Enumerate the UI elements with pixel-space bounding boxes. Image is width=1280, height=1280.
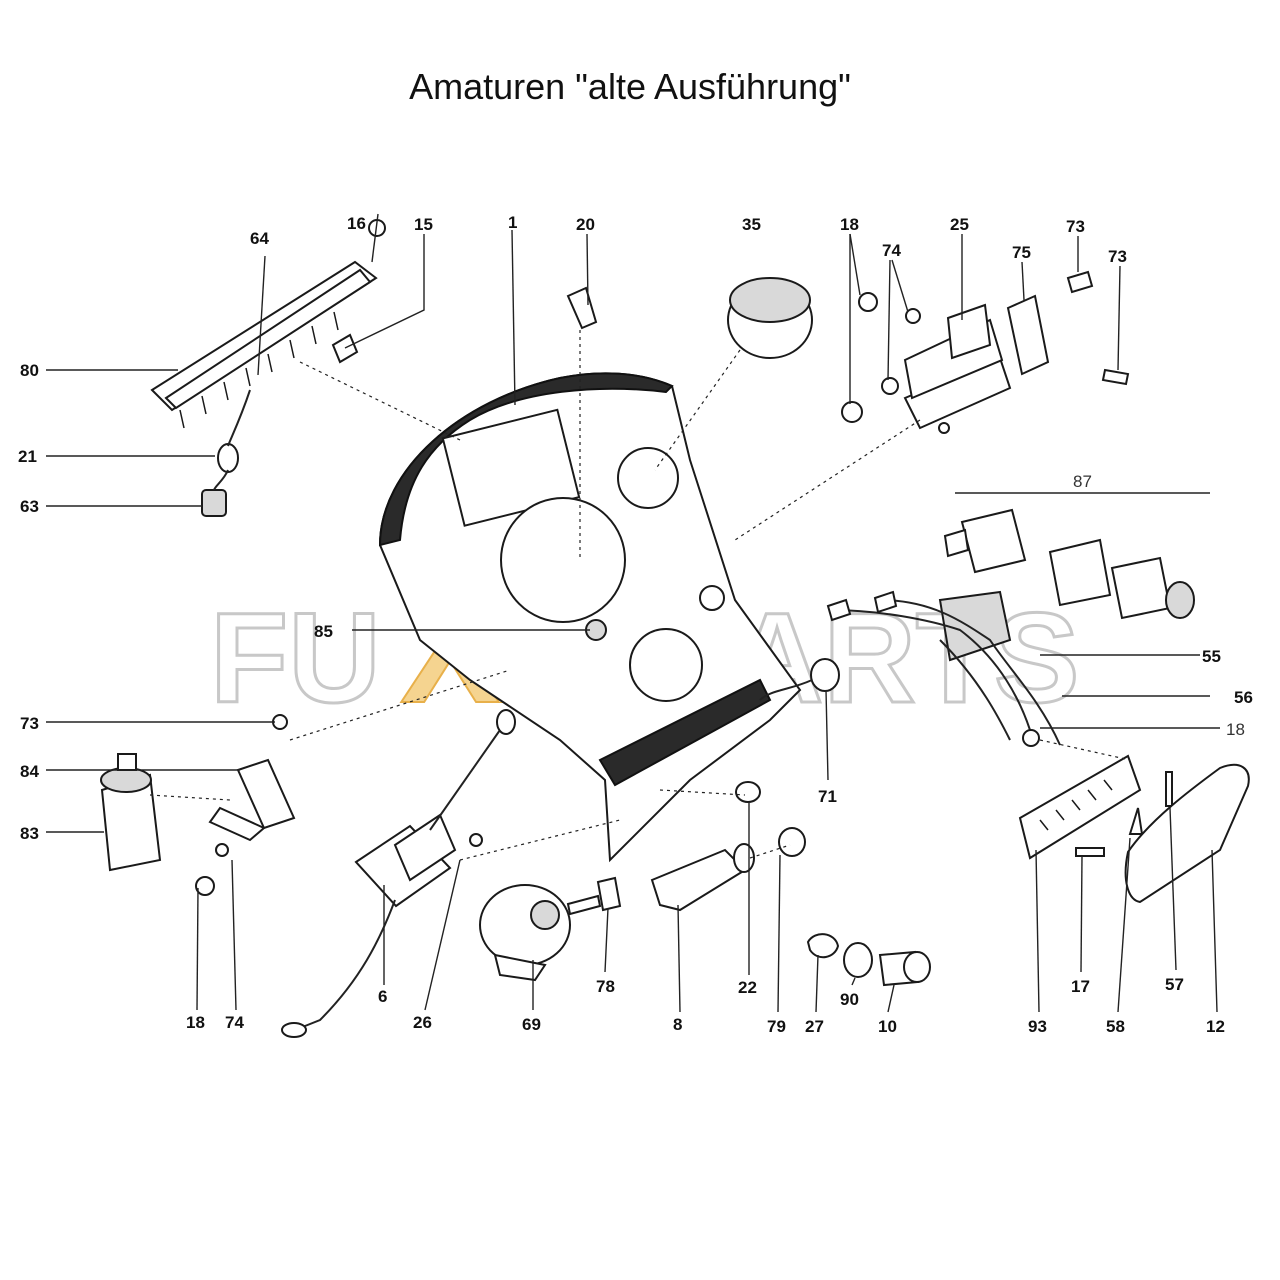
part-79-button	[778, 827, 806, 857]
label-73-top: 73	[1066, 217, 1085, 236]
label-73-right: 73	[1108, 247, 1127, 266]
part-labels: 1 20 16 15 64 80 21 63 35 18 74 25 75 73…	[18, 213, 1253, 1036]
bulb-assembly	[201, 389, 251, 517]
label-12: 12	[1206, 1017, 1225, 1036]
label-90: 90	[840, 990, 859, 1009]
label-10: 10	[878, 1017, 897, 1036]
dashboard-panel	[378, 372, 802, 863]
part-78-key	[566, 876, 622, 916]
part-83-relay	[100, 753, 162, 872]
label-25: 25	[950, 215, 969, 234]
wire-harness	[826, 590, 1061, 746]
label-27: 27	[805, 1017, 824, 1036]
label-16: 16	[347, 214, 366, 233]
label-63: 63	[20, 497, 39, 516]
label-79: 79	[767, 1017, 786, 1036]
part-84-bracket	[195, 714, 296, 896]
label-26: 26	[413, 1013, 432, 1032]
label-87: 87	[1073, 472, 1092, 491]
label-58: 58	[1106, 1017, 1125, 1036]
label-20: 20	[576, 215, 595, 234]
page-title: Amaturen "alte Ausführung"	[409, 66, 851, 107]
label-18-bottom: 18	[186, 1013, 205, 1032]
part-64-warning-light-bar	[150, 219, 386, 429]
label-74-top: 74	[882, 241, 901, 260]
label-75: 75	[1012, 243, 1031, 262]
part-87-light-switch	[938, 508, 1195, 662]
label-83: 83	[20, 824, 39, 843]
part-22-cap	[735, 781, 761, 803]
label-18-top: 18	[840, 215, 859, 234]
watermark-fu: FU	[210, 587, 381, 730]
label-18-right: 18	[1226, 720, 1245, 739]
leader-lines	[46, 213, 1220, 1013]
part-69-ignition-switch	[479, 884, 571, 982]
label-55: 55	[1202, 647, 1221, 666]
part-12-cover	[1124, 763, 1250, 904]
label-69: 69	[522, 1015, 541, 1034]
label-84: 84	[20, 762, 39, 781]
label-22: 22	[738, 978, 757, 997]
label-93: 93	[1028, 1017, 1047, 1036]
part-8-housing	[650, 843, 755, 912]
label-21: 21	[18, 447, 37, 466]
label-73-left: 73	[20, 714, 39, 733]
label-57: 57	[1165, 975, 1184, 994]
label-17: 17	[1071, 977, 1090, 996]
label-6: 6	[378, 987, 387, 1006]
label-78: 78	[596, 977, 615, 996]
label-1: 1	[508, 213, 517, 232]
socket-assembly	[806, 933, 931, 987]
label-74-bottom: 74	[225, 1013, 244, 1032]
part-6-turn-signal-switch	[281, 709, 516, 1038]
label-15: 15	[414, 215, 433, 234]
label-64: 64	[250, 229, 269, 248]
label-71: 71	[818, 787, 837, 806]
label-8: 8	[673, 1015, 682, 1034]
relay-assembly	[841, 270, 1130, 434]
part-71-connector	[759, 658, 840, 701]
label-35: 35	[742, 215, 761, 234]
part-20-clip	[566, 286, 598, 330]
part-35-lens	[727, 277, 813, 359]
label-80: 80	[20, 361, 39, 380]
label-85: 85	[314, 622, 333, 641]
part-93-terminal-strip	[1018, 729, 1173, 860]
label-56: 56	[1234, 688, 1253, 707]
